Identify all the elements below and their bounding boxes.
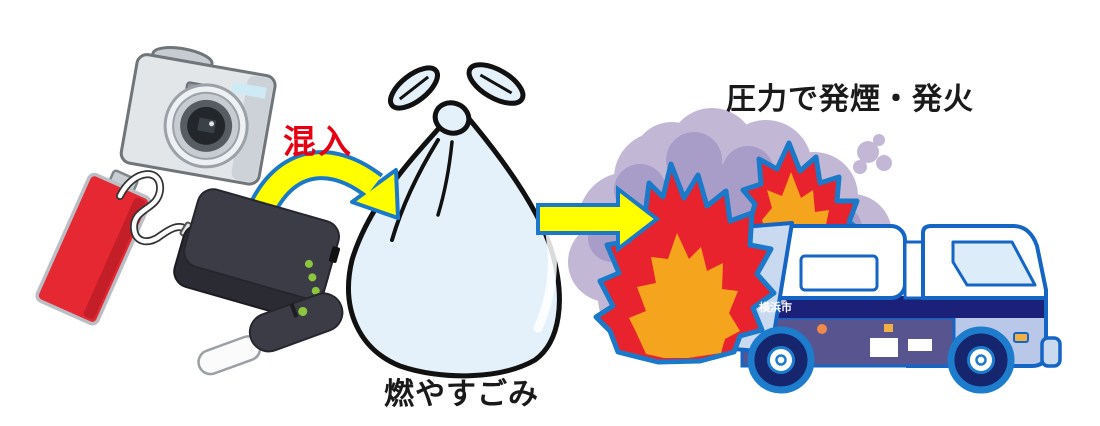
straight-arrow-icon <box>536 184 661 254</box>
truck-bumper <box>1040 336 1062 368</box>
ignition-caption: 圧力で発煙・発火 <box>726 83 974 116</box>
e-cigarette-icon <box>197 292 344 376</box>
garbage-bag-icon <box>348 62 559 376</box>
garbage-bag-caption: 燃やすごみ <box>384 378 539 411</box>
red-power-bank-icon <box>35 169 152 326</box>
battery-leds <box>304 259 320 295</box>
truck-city-band <box>752 296 1044 320</box>
truck-city-label: 横浜市 <box>759 302 792 314</box>
truck-windshield <box>951 240 1037 287</box>
bag-knot <box>388 62 526 136</box>
garbage-truck-icon <box>707 221 1062 394</box>
mobile-battery-icon <box>173 188 341 322</box>
large-flame-icon <box>593 161 777 365</box>
digital-camera-icon <box>119 46 277 186</box>
camera-lens <box>163 83 249 169</box>
mixing-label: 混入 <box>283 123 353 160</box>
truck-front-wheel <box>947 326 1015 394</box>
truck-rear-wheel <box>747 326 815 394</box>
